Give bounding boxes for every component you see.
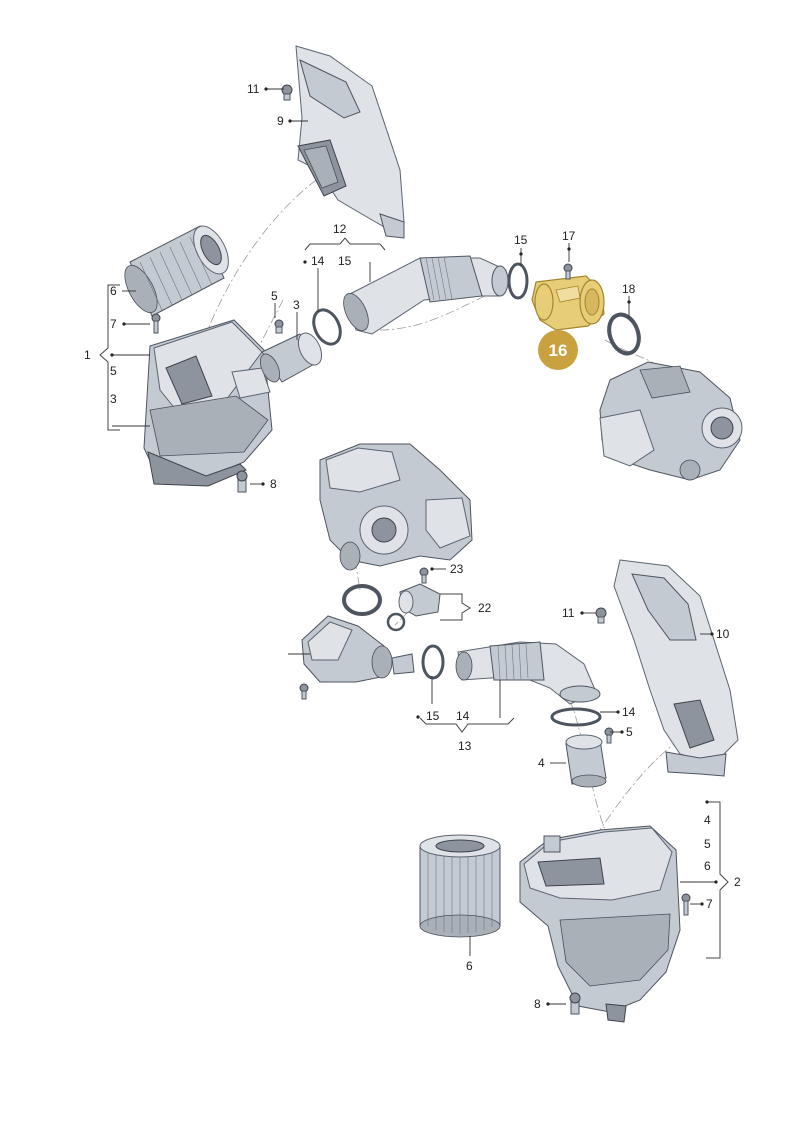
hose-clamp-15-right: [507, 262, 529, 300]
air-mass-meter-bottom: [565, 734, 607, 788]
callout-15-right: 15: [514, 233, 528, 247]
callout-8-top: 8: [270, 477, 277, 491]
callout-11-top: 11: [247, 82, 260, 96]
callout-14-bottom: 14: [456, 709, 470, 723]
bolt-7-bottom: [681, 893, 691, 916]
turbocharger-right: [599, 361, 743, 481]
callout-6-bottom: 6: [466, 959, 473, 973]
callout-14-right: 14: [622, 705, 636, 719]
callout-labels: 11 9 12 14 15 6 7 5 3 1 5 3 8 15 17 18 2…: [84, 82, 741, 1011]
screw-23: [419, 567, 429, 584]
callout-group-3: 3: [110, 392, 117, 406]
callout-leaders: [99, 87, 729, 1006]
callout-17: 17: [562, 229, 576, 243]
callout-23: 23: [450, 562, 464, 576]
screw-17: [563, 263, 573, 280]
callout-11-bottom: 11: [562, 606, 575, 620]
hose-clamp-15-bottom: [421, 644, 445, 680]
callout-group-1: 1: [84, 348, 91, 362]
highlighted-connector-part: [531, 275, 605, 331]
gasket-ring-18: [607, 312, 641, 356]
screw-top: [281, 84, 293, 101]
screw-5-top: [274, 319, 284, 334]
highlight-badge-number: 16: [549, 341, 568, 360]
air-filter-element-top: [124, 225, 229, 317]
callout-13: 13: [458, 739, 472, 753]
callout-14-top: 14: [311, 254, 325, 268]
callout-18: 18: [622, 282, 636, 296]
callout-15-top: 15: [338, 254, 352, 268]
screw-8-bottom: [569, 992, 581, 1015]
turbocharger-bottom: [319, 443, 473, 571]
intake-adapter-bottom: [301, 615, 415, 683]
callout-group-5-bottom: 5: [704, 837, 711, 851]
highlight-badge[interactable]: 16: [538, 330, 578, 370]
screw-housing-top: [236, 470, 248, 493]
callout-group-2: 2: [734, 875, 741, 889]
callout-15-bottom: 15: [426, 709, 440, 723]
air-filter-housing-top: [143, 319, 273, 487]
bolt-top: [151, 313, 161, 334]
callout-group-6: 6: [704, 859, 711, 873]
callout-7-bottom: 7: [706, 897, 713, 911]
air-intake-duct-bottom: [613, 559, 739, 777]
callout-5-top: 5: [271, 289, 278, 303]
callout-10: 10: [716, 627, 730, 641]
callout-4-bottom: 4: [538, 756, 545, 770]
air-filter-element-bottom: [419, 834, 501, 938]
callout-7-top: 7: [110, 317, 117, 331]
screw-5-bottom: [604, 727, 614, 744]
callout-12: 12: [333, 222, 347, 236]
callout-5-bottom: 5: [626, 725, 633, 739]
callout-group-4: 4: [704, 813, 711, 827]
air-mass-meter-top: [259, 332, 323, 383]
intake-hose-bottom: [455, 641, 601, 705]
screw-11-bottom: [595, 607, 607, 624]
intake-hose-top: [343, 255, 509, 335]
callout-9: 9: [277, 114, 284, 128]
air-filter-housing-bottom: [519, 825, 681, 1023]
hose-clamp-14-top: [312, 308, 342, 346]
clamp-ring-bottom: [342, 584, 382, 616]
callout-6-top: 6: [110, 284, 117, 298]
air-intake-duct-top: [295, 45, 405, 239]
callout-8-bottom: 8: [534, 997, 541, 1011]
callout-22: 22: [478, 601, 492, 615]
hose-clamp-14-bottom: [550, 707, 602, 727]
callout-3-top: 3: [293, 298, 300, 312]
callout-group-5: 5: [110, 364, 117, 378]
screw-adapter: [299, 683, 309, 700]
elbow-connector-22: [386, 583, 441, 632]
